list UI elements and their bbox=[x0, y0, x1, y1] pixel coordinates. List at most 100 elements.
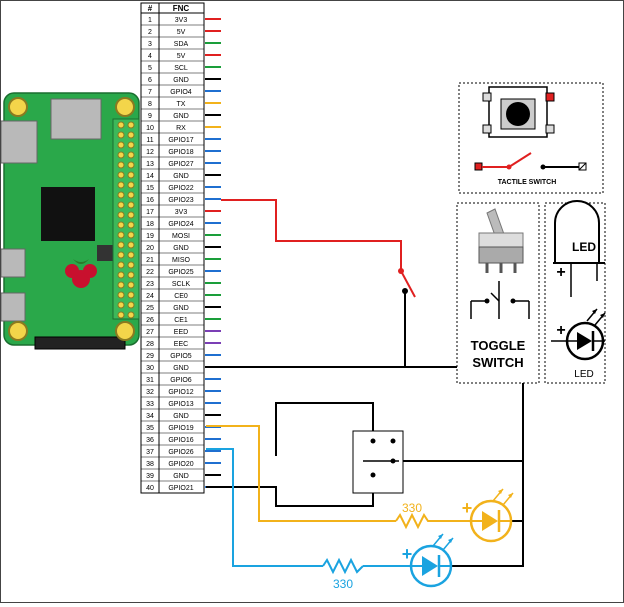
header-pin bbox=[117, 261, 125, 269]
toggle-switch-label-line2: SWITCH bbox=[472, 355, 523, 370]
header-pin bbox=[117, 131, 125, 139]
pin-function: GPIO17 bbox=[168, 137, 193, 144]
pin-function: GND bbox=[173, 245, 189, 252]
pin-function: MOSI bbox=[172, 233, 190, 240]
pin-number: 27 bbox=[146, 329, 154, 336]
pin-number: 20 bbox=[146, 245, 154, 252]
pin-number: 18 bbox=[146, 221, 154, 228]
resistor-yellow-label: 330 bbox=[402, 501, 422, 515]
pin-row: 9 GND bbox=[141, 113, 221, 122]
pin-number: 6 bbox=[148, 77, 152, 84]
pin-number: 3 bbox=[148, 41, 152, 48]
header-pin bbox=[127, 251, 135, 259]
pin-number: 16 bbox=[146, 197, 154, 204]
pin-function: GPIO26 bbox=[168, 449, 193, 456]
pin-number: 2 bbox=[148, 29, 152, 36]
header-pin bbox=[117, 211, 125, 219]
pin-number: 11 bbox=[146, 137, 153, 144]
pin-number: 23 bbox=[146, 281, 154, 288]
pin-function: SCL bbox=[174, 65, 188, 72]
led-blue-plus: + bbox=[402, 544, 413, 564]
pin-number: 19 bbox=[146, 233, 154, 240]
header-pin bbox=[117, 241, 125, 249]
header-pin bbox=[127, 191, 135, 199]
pin-row: 2 5V bbox=[141, 29, 221, 38]
pin-number: 9 bbox=[148, 113, 152, 120]
toggle-switch-circuit bbox=[398, 268, 416, 298]
pin-function: GND bbox=[173, 113, 189, 120]
pin-table-header-fnc: FNC bbox=[173, 4, 190, 13]
pin-function: 3V3 bbox=[175, 209, 188, 216]
legend-led: LED + + LED bbox=[544, 200, 606, 384]
pin-number: 12 bbox=[146, 149, 154, 156]
pin-function: GPIO27 bbox=[168, 161, 193, 168]
pin-number: 7 bbox=[148, 89, 152, 96]
pin-number: 25 bbox=[146, 305, 154, 312]
header-pin bbox=[117, 291, 125, 299]
header-pin bbox=[117, 301, 125, 309]
header-pin bbox=[127, 171, 135, 179]
pin-row: 7 GPIO4 bbox=[141, 89, 221, 98]
led-legend-label-bottom: LED bbox=[574, 369, 593, 380]
pin-function: GPIO25 bbox=[168, 269, 193, 276]
header-pin bbox=[127, 231, 135, 239]
pin-function: GPIO4 bbox=[170, 89, 192, 96]
pin-function: MISO bbox=[172, 257, 190, 264]
pin-function: TX bbox=[177, 101, 186, 108]
pin-function: GPIO12 bbox=[168, 389, 193, 396]
wire-black-tactile-top bbox=[275, 402, 374, 456]
header-pin bbox=[117, 231, 125, 239]
header-pin bbox=[117, 281, 125, 289]
pin-number: 35 bbox=[146, 425, 154, 432]
pin-number: 30 bbox=[146, 365, 154, 372]
pin-function: GPIO23 bbox=[168, 197, 193, 204]
pin-function: GND bbox=[173, 473, 189, 480]
header-pin bbox=[117, 191, 125, 199]
led-legend-plus-top: + bbox=[556, 264, 565, 281]
header-pin bbox=[127, 161, 135, 169]
pin-number: 33 bbox=[146, 401, 154, 408]
header-pin bbox=[127, 141, 135, 149]
pin-function: 5V bbox=[177, 29, 186, 36]
header-pin bbox=[127, 281, 135, 289]
raspberry-pi-zero-board bbox=[0, 92, 140, 350]
pin-number: 36 bbox=[146, 437, 154, 444]
led-legend-plus-bottom: + bbox=[556, 322, 565, 339]
pin-number: 39 bbox=[146, 473, 154, 480]
header-pin bbox=[127, 301, 135, 309]
resistor-yellow: 330 bbox=[395, 501, 436, 530]
led-blue-icon: + bbox=[402, 533, 454, 588]
header-pin bbox=[117, 161, 125, 169]
led-yellow-icon: + bbox=[462, 488, 514, 543]
header-pin bbox=[127, 311, 135, 319]
pin-function: GND bbox=[173, 305, 189, 312]
pin-function: GPIO18 bbox=[168, 149, 193, 156]
header-pin bbox=[127, 201, 135, 209]
legend-toggle-switch: TOGGLE SWITCH bbox=[456, 202, 540, 384]
pin-number: 24 bbox=[146, 293, 154, 300]
pin-row: 16 GPIO23 bbox=[141, 197, 221, 206]
pin-number: 22 bbox=[146, 269, 154, 276]
header-pin bbox=[117, 271, 125, 279]
pin-row: 25 GND bbox=[141, 305, 221, 314]
pin-number: 17 bbox=[146, 209, 154, 216]
wires bbox=[206, 199, 524, 567]
wire-black-gpio21 bbox=[206, 475, 374, 507]
pin-row: 12 GPIO18 bbox=[141, 149, 221, 158]
pin-number: 10 bbox=[146, 125, 154, 132]
header-pin bbox=[127, 291, 135, 299]
